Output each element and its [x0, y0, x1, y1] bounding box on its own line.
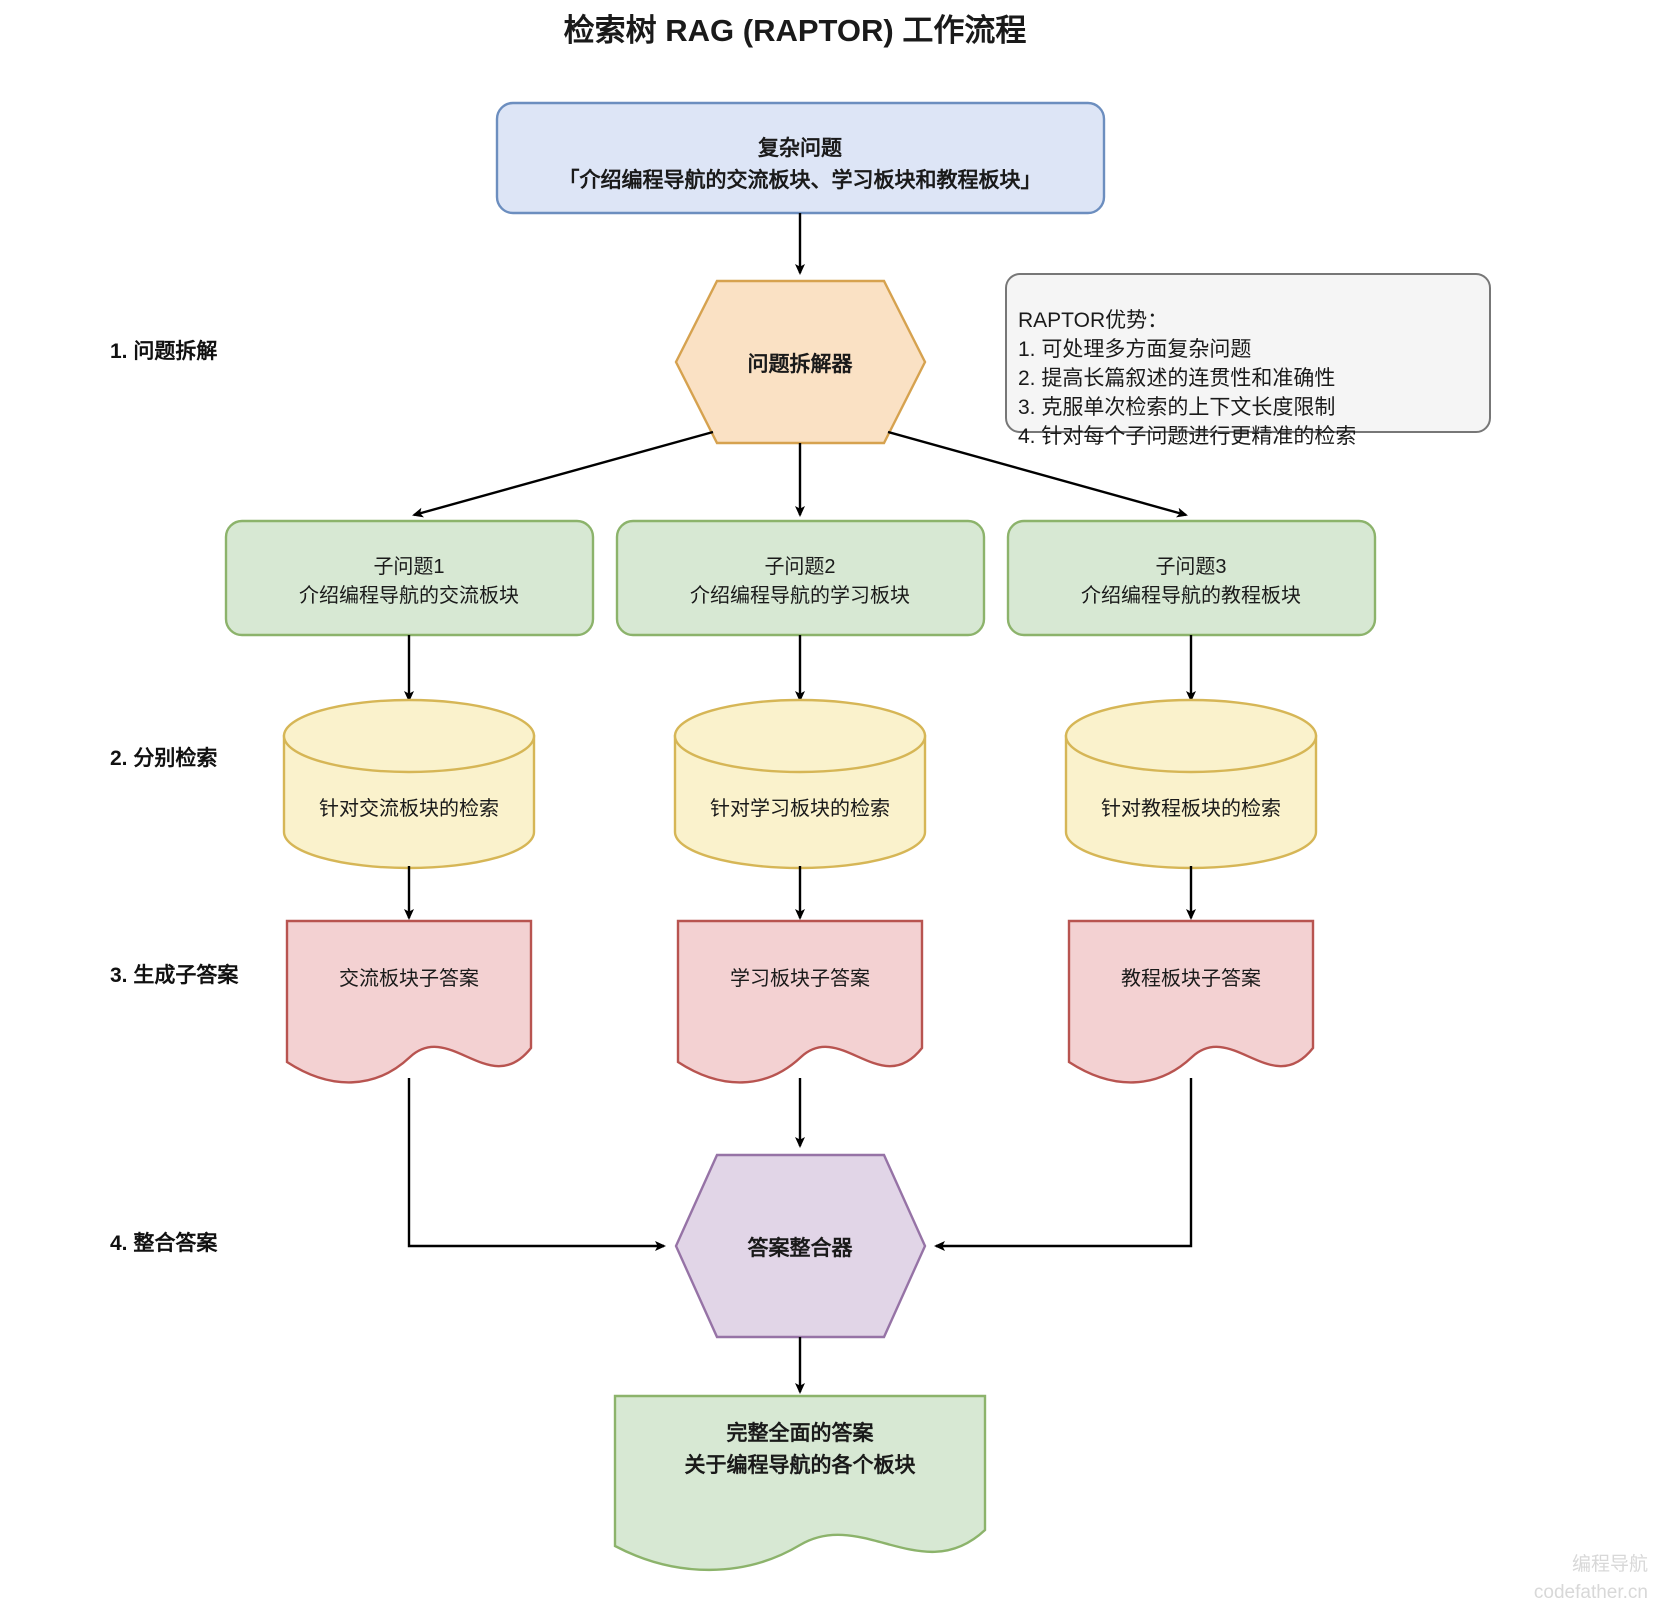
- integrator-label: 答案整合器: [748, 1236, 854, 1260]
- note-title: RAPTOR优势：: [1018, 309, 1168, 332]
- edge-subanswer-1-to-integrator: [407, 1078, 666, 1251]
- node-complex-question[interactable]: 复杂问题 「介绍编程导航的交流板块、学习板块和教程板块」: [495, 101, 1106, 215]
- node-subquestion-2[interactable]: 子问题2 介绍编程导航的学习板块: [615, 519, 986, 637]
- node-subanswer-2[interactable]: 学习板块子答案: [676, 919, 924, 1084]
- watermark-line1: 编程导航: [1572, 1553, 1648, 1575]
- node-subanswer-3[interactable]: 教程板块子答案: [1067, 919, 1315, 1084]
- retrieval-2-body: [673, 734, 927, 870]
- edge-decomposer-to-subquestion-3: [887, 430, 1188, 518]
- node-retrieval-3[interactable]: 针对教程板块的检索: [1064, 698, 1318, 870]
- retrieval-1-top: [282, 698, 536, 774]
- node-retrieval-2[interactable]: 针对学习板块的检索: [673, 698, 927, 870]
- edge-decomposer-to-subquestion-1: [412, 430, 714, 518]
- subanswer-1-shape: [285, 919, 533, 1084]
- subquestion-2-line1: 子问题2: [764, 555, 835, 578]
- note-shape: [1005, 273, 1491, 433]
- node-question-decomposer[interactable]: 问题拆解器: [674, 279, 927, 445]
- watermark-line2: codefather.cn: [1534, 1582, 1648, 1603]
- final-answer-line2: 关于编程导航的各个板块: [685, 1453, 917, 1477]
- retrieval-3-top: [1064, 698, 1318, 774]
- edge-subanswer-3-to-integrator: [934, 1078, 1193, 1251]
- node-final-answer[interactable]: 完整全面的答案 关于编程导航的各个板块: [613, 1394, 987, 1571]
- subquestion-2-shape: [615, 519, 986, 637]
- decomposer-label: 问题拆解器: [748, 352, 854, 376]
- subquestion-3-line2: 介绍编程导航的教程板块: [1081, 584, 1301, 607]
- node-subanswer-1[interactable]: 交流板块子答案: [285, 919, 533, 1084]
- note-item-3: 3. 克服单次检索的上下文长度限制: [1018, 396, 1335, 419]
- stage-label-2: 2. 分别检索: [110, 746, 217, 770]
- note-item-1: 1. 可处理多方面复杂问题: [1018, 338, 1251, 361]
- watermark: 编程导航 codefather.cn: [1534, 1553, 1648, 1603]
- node-subquestion-1[interactable]: 子问题1 介绍编程导航的交流板块: [224, 519, 595, 637]
- retrieval-2-label: 针对学习板块的检索: [710, 797, 890, 820]
- note-item-2: 2. 提高长篇叙述的连贯性和准确性: [1018, 367, 1335, 390]
- subquestion-3-line1: 子问题3: [1155, 555, 1226, 578]
- subquestion-2-line2: 介绍编程导航的学习板块: [690, 584, 910, 607]
- subanswer-2-label: 学习板块子答案: [730, 967, 870, 990]
- retrieval-1-body: [282, 734, 536, 870]
- subanswer-2-shape: [676, 919, 924, 1084]
- page-title: 检索树 RAG (RAPTOR) 工作流程: [564, 13, 1027, 48]
- complex-question-line1: 复杂问题: [757, 136, 843, 160]
- note-item-4: 4. 针对每个子问题进行更精准的检索: [1018, 425, 1356, 448]
- subquestion-3-shape: [1006, 519, 1377, 637]
- decomposer-shape: [674, 279, 927, 445]
- subanswer-3-label: 教程板块子答案: [1121, 967, 1261, 990]
- retrieval-2-top: [673, 698, 927, 774]
- note-raptor-advantages: RAPTOR优势： 1. 可处理多方面复杂问题 2. 提高长篇叙述的连贯性和准确…: [1005, 273, 1491, 448]
- subanswer-3-shape: [1067, 919, 1315, 1084]
- final-answer-line1: 完整全面的答案: [727, 1421, 875, 1445]
- integrator-shape: [674, 1153, 927, 1339]
- retrieval-3-label: 针对教程板块的检索: [1101, 797, 1281, 820]
- retrieval-1-label: 针对交流板块的检索: [319, 797, 499, 820]
- stage-label-3: 3. 生成子答案: [110, 963, 239, 987]
- subquestion-1-line1: 子问题1: [373, 555, 444, 578]
- stage-label-4: 4. 整合答案: [110, 1231, 218, 1255]
- retrieval-3-body: [1064, 734, 1318, 870]
- subquestion-1-shape: [224, 519, 595, 637]
- node-answer-integrator[interactable]: 答案整合器: [674, 1153, 927, 1339]
- node-retrieval-1[interactable]: 针对交流板块的检索: [282, 698, 536, 870]
- stage-label-1: 1. 问题拆解: [110, 339, 217, 363]
- subanswer-1-label: 交流板块子答案: [339, 967, 479, 990]
- final-answer-shape: [613, 1394, 987, 1571]
- subquestion-1-line2: 介绍编程导航的交流板块: [299, 584, 519, 607]
- complex-question-line2: 「介绍编程导航的交流板块、学习板块和教程板块」: [559, 168, 1042, 192]
- node-subquestion-3[interactable]: 子问题3 介绍编程导航的教程板块: [1006, 519, 1377, 637]
